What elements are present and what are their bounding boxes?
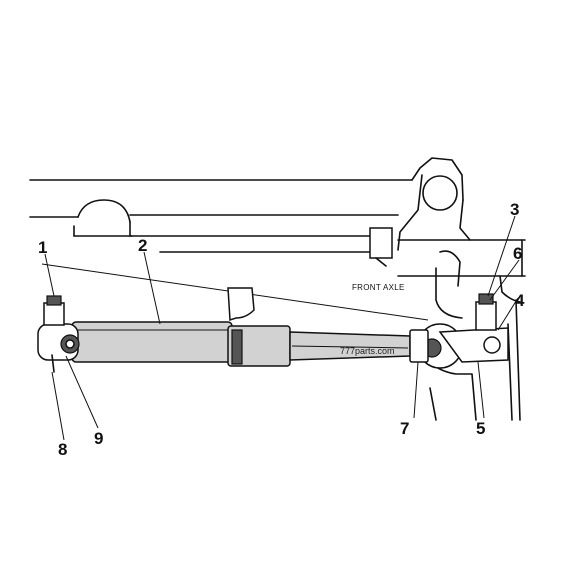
callout-1: 1: [38, 238, 47, 257]
frame-lines: [29, 179, 526, 277]
callout-3: 3: [510, 200, 519, 219]
callout-8: 8: [58, 440, 67, 459]
bracket: [227, 287, 255, 322]
front-axle-label: FRONT AXLE: [352, 283, 405, 292]
callout-6: 6: [513, 244, 522, 263]
leader-lines: [44, 215, 520, 441]
callouts: 1 2 3 4 5 6 7 8 9: [38, 200, 525, 459]
callout-5: 5: [476, 419, 485, 438]
callout-7: 7: [400, 419, 409, 438]
callout-2: 2: [138, 236, 147, 255]
steering-cylinder: [37, 293, 509, 373]
callout-9: 9: [94, 429, 103, 448]
watermark: 777parts.com: [340, 346, 395, 356]
callout-4: 4: [515, 291, 525, 310]
